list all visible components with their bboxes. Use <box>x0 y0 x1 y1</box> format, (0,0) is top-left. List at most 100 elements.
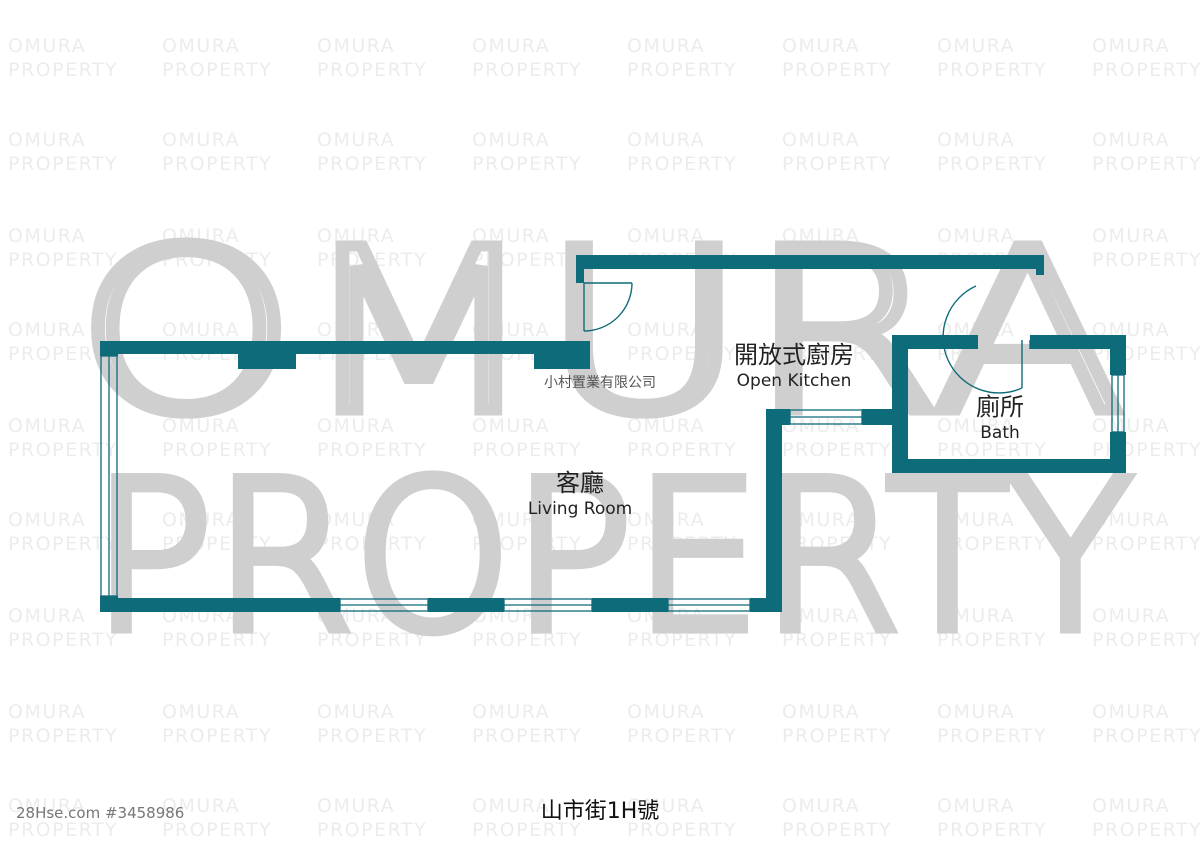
watermark-tile-line2: PROPERTY <box>8 249 119 271</box>
watermark-tile-line1: OMURA <box>1092 701 1171 723</box>
watermark-tile-line1: OMURA <box>162 701 241 723</box>
watermark-tile-line2: PROPERTY <box>8 343 119 365</box>
watermark-tile-line2: PROPERTY <box>1092 629 1200 651</box>
watermark-tile-line1: OMURA <box>937 795 1016 817</box>
watermark-tile-line1: OMURA <box>627 795 706 817</box>
watermark-tile-line1: OMURA <box>627 319 706 341</box>
watermark-tile-line1: OMURA <box>937 35 1016 57</box>
watermark-tile-line1: OMURA <box>317 415 396 437</box>
watermark-tile-line1: OMURA <box>317 509 396 531</box>
watermark-tile-line1: OMURA <box>472 225 551 247</box>
watermark-tile-line1: OMURA <box>162 129 241 151</box>
watermark-tile-line1: OMURA <box>472 35 551 57</box>
watermark-tile-line2: PROPERTY <box>937 153 1048 175</box>
watermark-tile-line2: PROPERTY <box>8 59 119 81</box>
watermark-tile-line2: PROPERTY <box>472 629 583 651</box>
watermark-tile-line1: OMURA <box>782 129 861 151</box>
watermark-tile-line2: PROPERTY <box>627 725 738 747</box>
watermark-tile-line1: OMURA <box>317 795 396 817</box>
room-label-living: 客廳 Living Room <box>528 468 632 520</box>
watermark-tile-line2: PROPERTY <box>782 343 893 365</box>
watermark-tile-line1: OMURA <box>8 509 87 531</box>
watermark-tile-line1: OMURA <box>1092 415 1171 437</box>
watermark-tile-line2: PROPERTY <box>162 725 273 747</box>
company-name: 小村置業有限公司 <box>544 375 656 391</box>
watermark-tile-line1: OMURA <box>317 225 396 247</box>
corridor-wall <box>576 255 1044 269</box>
bath-top-wall-left <box>892 335 978 349</box>
watermark-tile-line2: PROPERTY <box>162 249 273 271</box>
watermark-tile-line1: OMURA <box>8 129 87 151</box>
watermark-tile-line2: PROPERTY <box>162 629 273 651</box>
watermark-tile-line1: OMURA <box>937 605 1016 627</box>
watermark-tile-line2: PROPERTY <box>782 819 893 841</box>
room-label-kitchen-en: Open Kitchen <box>736 371 852 391</box>
watermark-tile-line2: PROPERTY <box>937 725 1048 747</box>
watermark-tile-line1: OMURA <box>8 701 87 723</box>
watermark-tile-line2: PROPERTY <box>782 59 893 81</box>
watermark-tile-line2: PROPERTY <box>317 819 428 841</box>
watermark-tile-line1: OMURA <box>782 319 861 341</box>
room-label-bath-zh: 廁所 <box>976 393 1024 421</box>
watermark-tile-line2: PROPERTY <box>1092 725 1200 747</box>
room-label-kitchen: 開放式廚房 Open Kitchen <box>734 340 854 392</box>
watermark-tile-line1: OMURA <box>1092 129 1171 151</box>
watermark-tile-line1: OMURA <box>782 795 861 817</box>
kitchen-right-wall <box>766 409 782 612</box>
watermark-tile-line1: OMURA <box>1092 225 1171 247</box>
watermark-tile-line2: PROPERTY <box>627 533 738 555</box>
watermark-tile-line1: OMURA <box>937 129 1016 151</box>
watermark-tile-line2: PROPERTY <box>937 439 1048 461</box>
watermark-tile-line2: PROPERTY <box>627 629 738 651</box>
watermark-tile-line1: OMURA <box>8 795 87 817</box>
living-top-pier-left <box>238 354 296 369</box>
bath-left-wall <box>892 335 908 473</box>
watermark-tile-line1: OMURA <box>627 509 706 531</box>
watermark-tile-line1: OMURA <box>937 509 1016 531</box>
watermark-tile-line2: PROPERTY <box>782 629 893 651</box>
watermark-tile-line1: OMURA <box>1092 35 1171 57</box>
room-label-kitchen-zh: 開放式廚房 <box>734 341 854 369</box>
watermark-tile-line1: OMURA <box>162 319 241 341</box>
watermark-tile-line1: OMURA <box>627 35 706 57</box>
watermark-tile-line1: OMURA <box>782 509 861 531</box>
room-label-bath: 廁所 Bath <box>976 392 1024 444</box>
bath-top-wall-right <box>1030 335 1126 349</box>
bath-bottom-wall <box>892 459 1126 473</box>
bath-door-swing <box>942 285 1023 394</box>
watermark-tile-line1: OMURA <box>627 415 706 437</box>
